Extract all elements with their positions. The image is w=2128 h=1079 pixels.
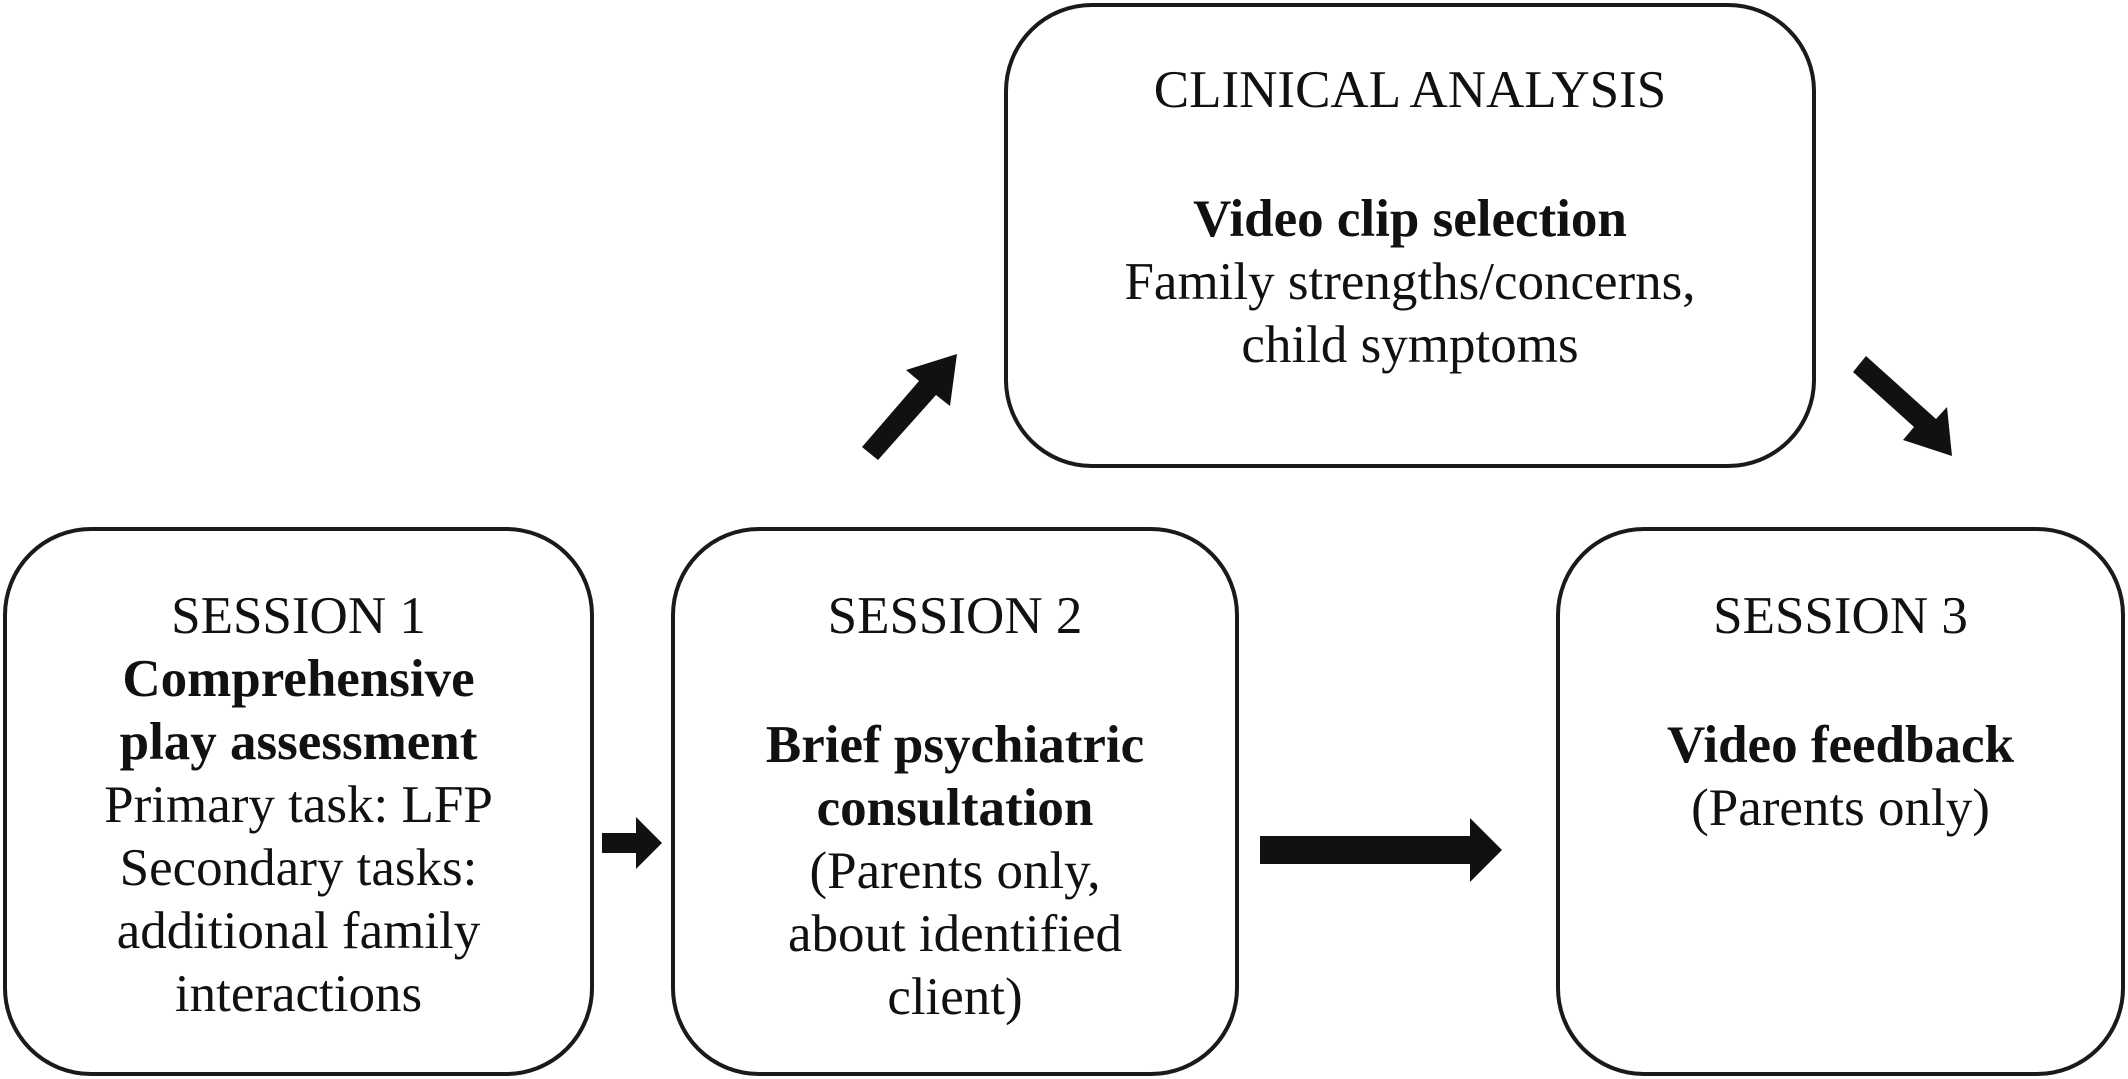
session1-detail-line: interactions [174,965,423,1023]
session1-heading: SESSION 1 [171,587,426,645]
session3-note: (Parents only) [1691,779,1990,837]
session2-detail-line: (Parents only, [809,842,1101,900]
session1-title-line: play assessment [119,713,478,771]
clinical-analysis-heading: CLINICAL ANALYSIS [1153,61,1667,119]
session1-title-line: Comprehensive [122,650,475,708]
session1-detail-line: additional family [116,902,481,960]
session1-box: SESSION 1 Comprehensive play assessment … [3,527,594,1076]
session3-title: Video feedback [1667,716,2014,774]
clinical-analysis-line: Family strengths/concerns, [1124,253,1696,311]
session3-heading: SESSION 3 [1713,587,1968,645]
session3-box: SESSION 3 Video feedback (Parents only) [1556,527,2125,1076]
session1-detail-line: Primary task: LFP [104,776,493,834]
arrow-session1-to-session2 [602,817,662,869]
session2-title-line: consultation [816,779,1094,837]
arrow-session2-to-clinical-analysis [862,354,957,460]
session2-detail-line: client) [887,968,1023,1026]
clinical-analysis-subheading: Video clip selection [1193,190,1627,248]
arrow-session2-to-session3 [1260,818,1502,882]
session2-detail-line: about identified [787,905,1123,963]
arrow-clinical-analysis-to-session3 [1853,356,1952,456]
session2-box: SESSION 2 Brief psychiatric consultation… [671,527,1239,1076]
clinical-analysis-line: child symptoms [1241,316,1579,374]
clinical-analysis-box: CLINICAL ANALYSIS Video clip selection F… [1004,3,1816,468]
session1-detail-line: Secondary tasks: [119,839,478,897]
session2-title-line: Brief psychiatric [765,716,1145,774]
session2-heading: SESSION 2 [827,587,1083,645]
